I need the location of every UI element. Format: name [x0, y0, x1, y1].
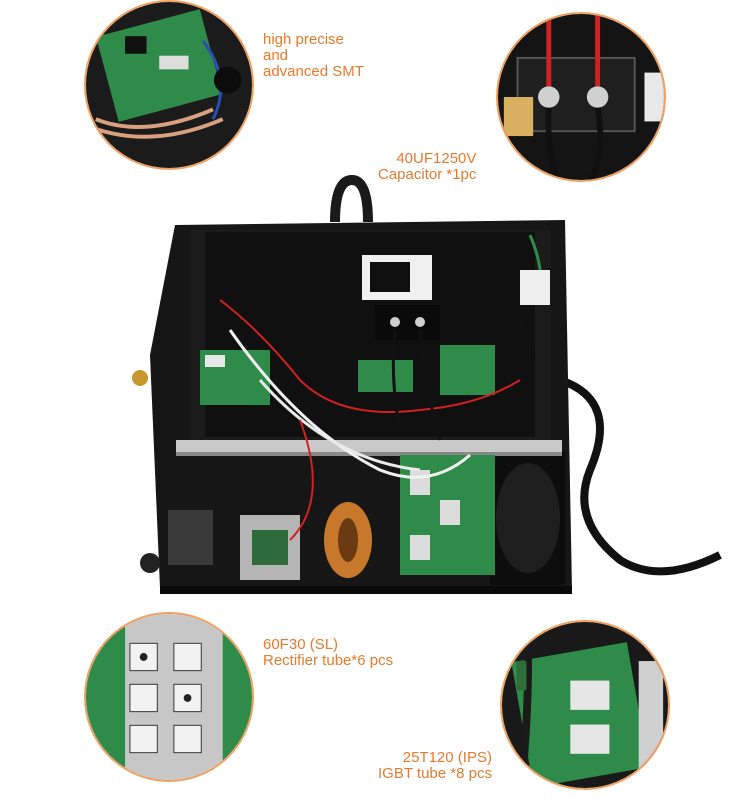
callout-capacitor-line1: 40UF1250V: [396, 150, 477, 167]
callout-capacitor: 40UF1250V Capacitor *1pc: [378, 151, 476, 183]
capacitor-closeup: [496, 12, 666, 182]
callout-igbt-line2: IGBT tube *8 pcs: [378, 765, 492, 782]
callout-igbt: 25T120 (IPS) IGBT tube *8 pcs: [378, 750, 492, 782]
capacitor-icon: [498, 14, 664, 180]
callout-rectifier-line2: Rectifier tube*6 pcs: [263, 652, 394, 669]
igbt-closeup: [500, 620, 670, 790]
rectifier-icon: [86, 614, 252, 780]
callout-smt-line1: high precise: [263, 31, 344, 48]
callout-smt: high precise and advanced SMT: [263, 32, 364, 80]
callout-capacitor-line2: Capacitor *1pc: [378, 166, 477, 183]
callout-igbt-line1: 25T120 (IPS): [402, 749, 492, 766]
smt-board-icon: [86, 2, 252, 168]
callout-rectifier-line1: 60F30 (SL): [263, 636, 339, 653]
smt-board-closeup: [84, 0, 254, 170]
callout-smt-line3: advanced SMT: [263, 63, 364, 80]
callout-smt-line2: and: [263, 47, 289, 64]
igbt-icon: [502, 622, 668, 788]
rectifier-closeup: [84, 612, 254, 782]
callout-rectifier: 60F30 (SL) Rectifier tube*6 pcs: [263, 637, 393, 669]
